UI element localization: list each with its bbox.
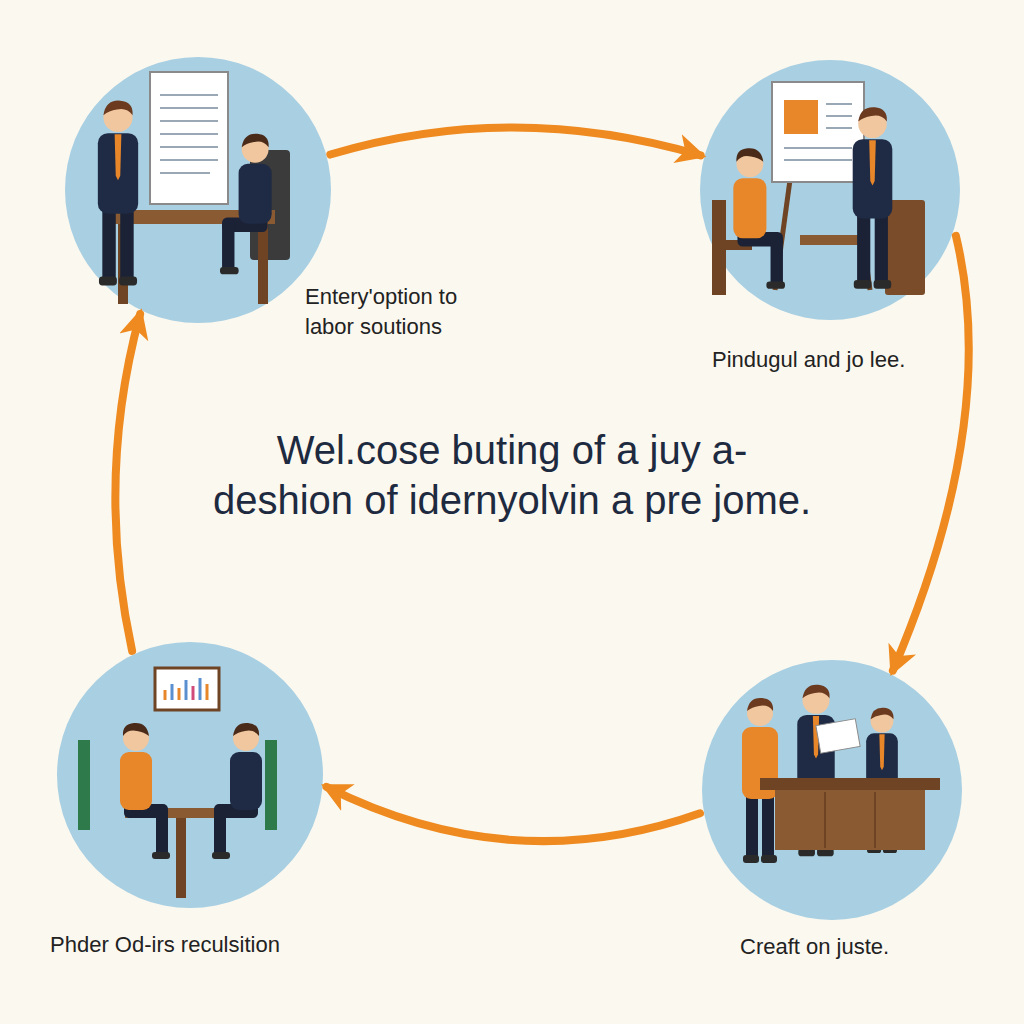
cycle-arrow <box>893 236 969 671</box>
paper <box>816 719 860 754</box>
office-scene <box>702 660 962 920</box>
step-caption: Creaft on juste. <box>740 932 889 962</box>
board <box>150 72 228 204</box>
step-caption: Phder Od-irs reculsition <box>50 930 280 960</box>
easel-board <box>772 82 864 182</box>
cycle-circle: Entery'option to labor soutions <box>65 57 331 323</box>
center-title: Wel.cose buting of a juy a-deshion of id… <box>212 425 812 525</box>
chair <box>78 740 90 830</box>
wall-chart <box>155 668 219 710</box>
desk <box>760 778 940 790</box>
circle-ground <box>57 642 323 908</box>
chair <box>265 740 277 830</box>
step-caption: Pindugul and jo lee. <box>712 345 905 375</box>
cycle-circle: Pindugul and jo lee. <box>700 60 960 320</box>
circle-ground <box>700 60 960 320</box>
presentation-scene <box>700 60 960 320</box>
step-caption: Entery'option to labor soutions <box>305 282 510 342</box>
cycle-arrow <box>326 787 700 841</box>
circle-ground <box>65 57 331 323</box>
cycle-circle: Phder Od-irs reculsition <box>57 642 323 908</box>
interview-scene <box>57 642 323 908</box>
circle-ground <box>702 660 962 920</box>
cycle-circle: Creaft on juste. <box>702 660 962 920</box>
meeting-scene <box>65 57 331 323</box>
cycle-arrow <box>115 314 140 651</box>
cycle-arrow <box>330 127 700 155</box>
